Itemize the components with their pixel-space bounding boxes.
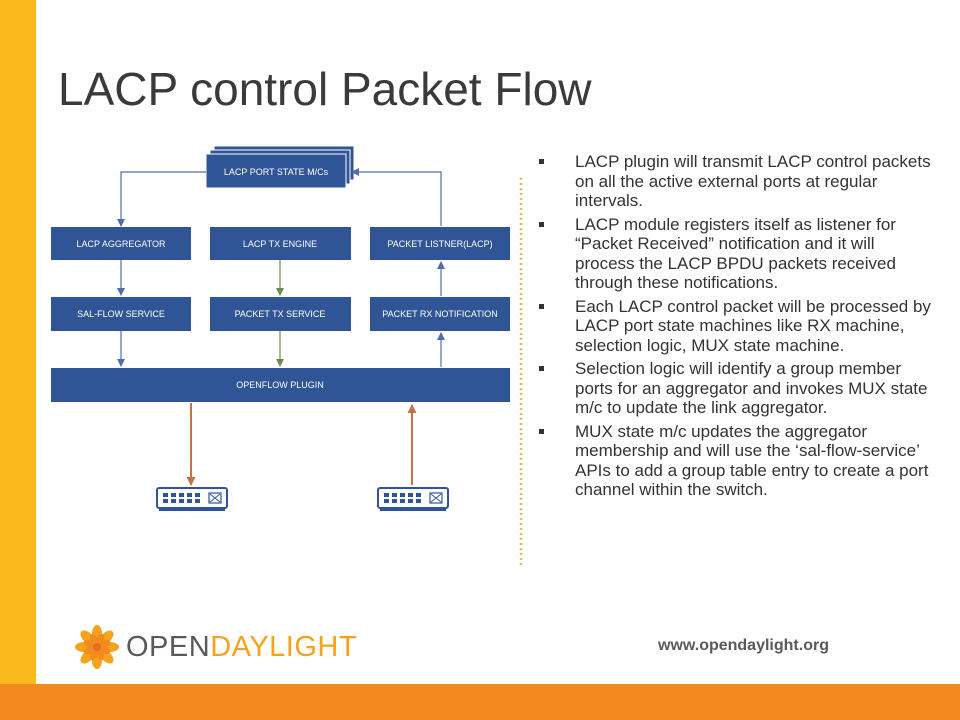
- openflow-plugin-box: OPENFLOW PLUGIN: [51, 368, 510, 402]
- logo-text-daylight: DAYLIGHT: [210, 630, 358, 663]
- bullet-item: Selection logic will identify a group me…: [536, 359, 931, 418]
- packet-tx-box: PACKET TX SERVICE: [210, 297, 351, 331]
- bullet-text: MUX state m/c updates the aggregator mem…: [575, 421, 929, 500]
- port-state-mc-label: LACP PORT STATE M/Cs: [224, 167, 329, 177]
- bullet-marker-icon: [539, 366, 544, 371]
- sal-flow-label: SAL-FLOW SERVICE: [77, 309, 165, 319]
- sal-flow-box: SAL-FLOW SERVICE: [51, 297, 191, 331]
- left-accent-bar: [0, 0, 36, 684]
- slide-title: LACP control Packet Flow: [58, 63, 592, 115]
- packet-listener-box: PACKET LISTNER(LACP): [370, 227, 510, 260]
- bullet-item: MUX state m/c updates the aggregator mem…: [536, 422, 931, 500]
- bullet-text: LACP plugin will transmit LACP control p…: [575, 152, 931, 210]
- bullet-item: LACP plugin will transmit LACP control p…: [536, 152, 931, 211]
- bullet-text: Each LACP control packet will be process…: [575, 296, 931, 355]
- opendaylight-flower-icon: [75, 625, 119, 669]
- packet-listener-label: PACKET LISTNER(LACP): [387, 239, 492, 249]
- packet-rx-label: PACKET RX NOTIFICATION: [382, 309, 498, 319]
- bullet-marker-icon: [539, 221, 544, 227]
- website-url[interactable]: www.opendaylight.org: [658, 637, 829, 654]
- packet-rx-box: PACKET RX NOTIFICATION: [370, 297, 510, 331]
- bullet-item: LACP module registers itself as listener…: [536, 215, 931, 293]
- port-state-mc-box: LACP PORT STATE M/Cs: [205, 145, 355, 189]
- bullet-list: LACP plugin will transmit LACP control p…: [536, 152, 931, 504]
- tx-engine-label: LACP TX ENGINE: [243, 239, 317, 249]
- aggregator-box: LACP AGGREGATOR: [51, 227, 191, 260]
- logo-text-open: OPEN: [126, 630, 211, 663]
- bullet-marker-icon: [539, 303, 544, 309]
- bullet-text: LACP module registers itself as listener…: [575, 214, 896, 293]
- bullet-marker-icon: [539, 428, 544, 434]
- openflow-plugin-label: OPENFLOW PLUGIN: [236, 380, 324, 390]
- bullet-marker-icon: [539, 159, 544, 164]
- bullet-text: Selection logic will identify a group me…: [575, 359, 928, 417]
- packet-tx-label: PACKET TX SERVICE: [235, 309, 326, 319]
- tx-engine-box: LACP TX ENGINE: [210, 227, 351, 260]
- arrow-to-aggregator: [117, 171, 206, 227]
- bottom-accent-bar: [0, 684, 960, 720]
- bullet-item: Each LACP control packet will be process…: [536, 297, 931, 356]
- arrow-from-listener: [351, 168, 442, 226]
- opendaylight-logo: OPENDAYLIGHT: [74, 624, 357, 670]
- switch-icon: [377, 487, 449, 511]
- logo-text: OPENDAYLIGHT: [126, 631, 357, 664]
- switch-icon: [156, 487, 228, 511]
- aggregator-label: LACP AGGREGATOR: [76, 239, 166, 249]
